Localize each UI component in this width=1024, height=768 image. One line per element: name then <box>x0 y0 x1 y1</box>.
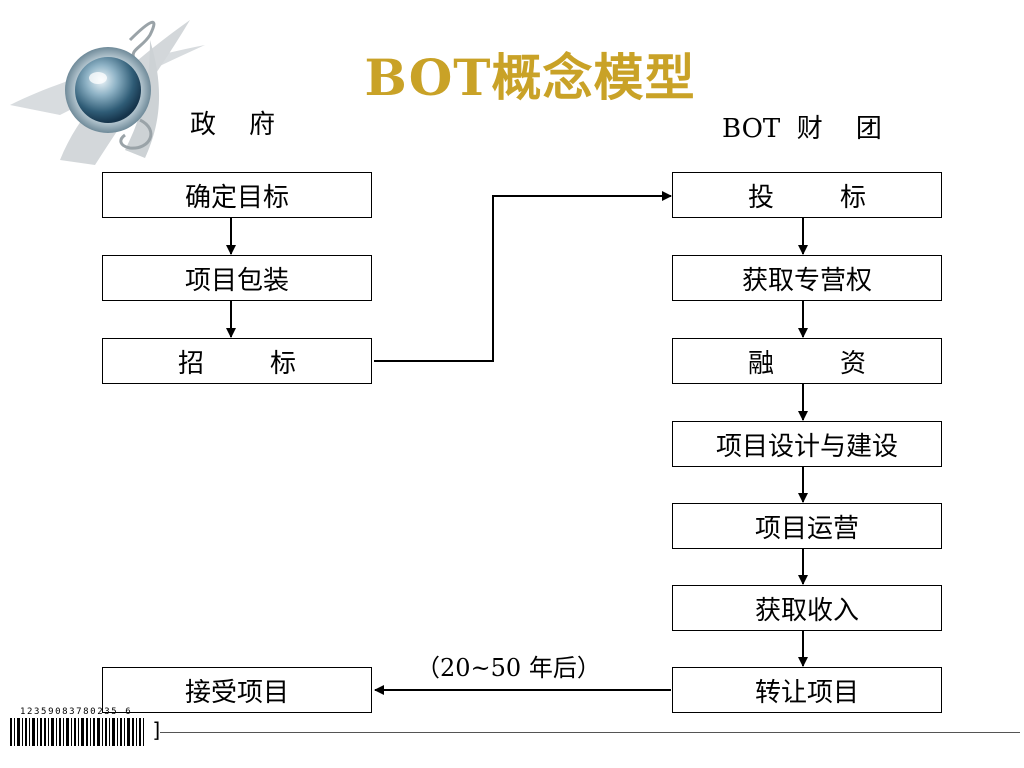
gov-step-accept-project: 接受项目 <box>102 667 372 713</box>
transfer-period-note: （20~50 年后） <box>416 654 601 682</box>
page-title: BOT概念模型 <box>364 48 696 107</box>
bot-step-bidding: 投 标 <box>672 172 942 218</box>
footer-divider <box>160 732 1020 733</box>
bot-step-financing: 融 资 <box>672 338 942 384</box>
bot-step-transfer-project: 转让项目 <box>672 667 942 713</box>
bot-step-obtain-revenue: 获取收入 <box>672 585 942 631</box>
bot-consortium-column-header: BOT 财 团 <box>722 114 882 144</box>
bot-step-obtain-concession: 获取专营权 <box>672 255 942 301</box>
barcode-icon <box>10 718 144 746</box>
bot-step-operation: 项目运营 <box>672 503 942 549</box>
government-column-header: 政 府 <box>190 110 276 140</box>
bot-step-design-build: 项目设计与建设 <box>672 421 942 467</box>
arrow-tender-to-bidding <box>374 191 672 362</box>
footer-bracket: ] <box>151 718 164 742</box>
gov-step-project-packaging: 项目包装 <box>102 255 372 301</box>
gov-step-tendering: 招 标 <box>102 338 372 384</box>
gov-step-set-goals: 确定目标 <box>102 172 372 218</box>
barcode-digits: 12359083780235 6 <box>20 707 133 717</box>
orb-logo-icon <box>10 20 205 165</box>
